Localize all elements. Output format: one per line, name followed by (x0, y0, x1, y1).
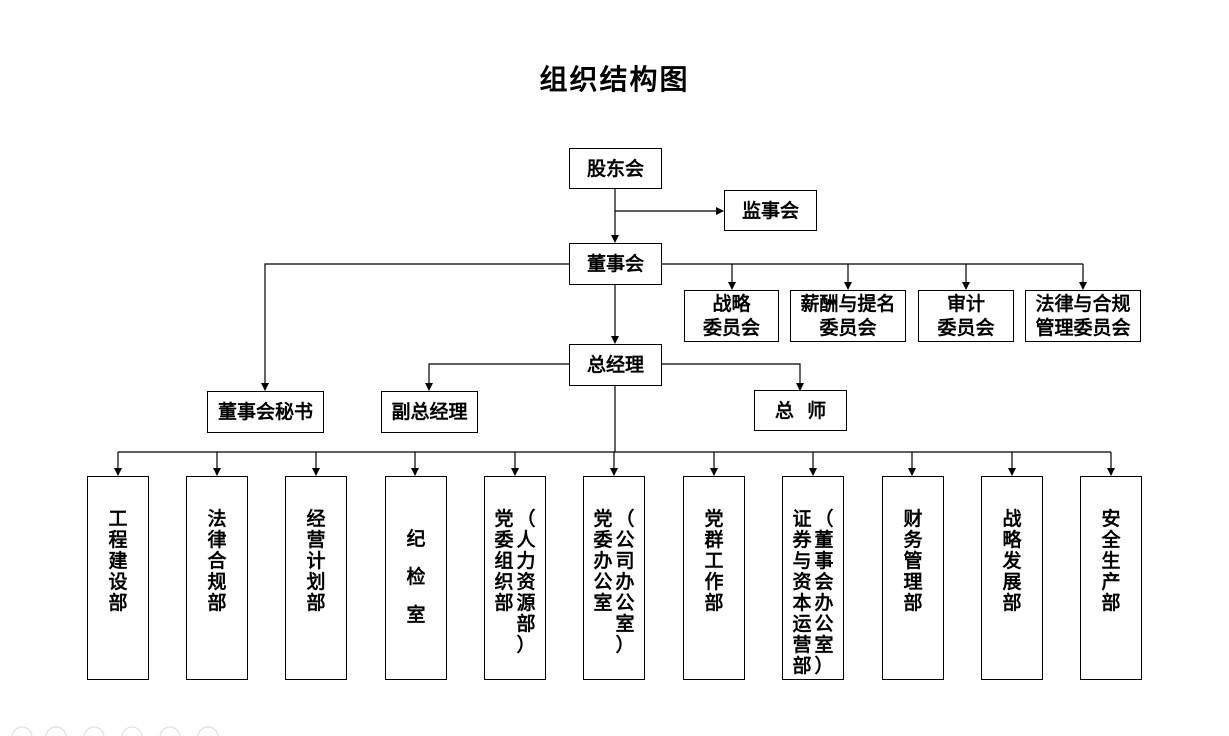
department-name-column: （董事会办公室） (814, 508, 834, 677)
department-name-column: 证券与资本运营部 (792, 508, 812, 677)
department-name-column: 法律合规部 (207, 508, 227, 614)
department-box: 法律合规部 (186, 476, 248, 680)
node-board-secretary-label: 董事会秘书 (217, 401, 313, 423)
node-supervisors-label: 监事会 (741, 199, 799, 222)
department-box: 财务管理部 (882, 476, 944, 680)
strategy-committee-line2: 委员会 (702, 317, 760, 339)
department-box: 党群工作部 (683, 476, 745, 680)
node-audit-committee: 审计 委员会 (918, 290, 1014, 342)
node-compensation-committee: 薪酬与提名 委员会 (790, 290, 906, 342)
link-board-secretary (261, 263, 569, 391)
department-name-column: 党委办公室 (593, 508, 613, 614)
node-chief-engineer: 总 师 (754, 390, 847, 431)
node-shareholders: 股东会 (569, 148, 662, 189)
strategy-committee-line1: 战略 (712, 293, 751, 315)
node-general-manager-label: 总经理 (586, 354, 644, 376)
department-name-column: 纪检室 (406, 528, 426, 626)
node-shareholders-label: 股东会 (586, 157, 644, 180)
node-legal-committee: 法律与合规 管理委员会 (1025, 290, 1141, 342)
node-deputy-gm: 副总经理 (381, 391, 478, 433)
legal-committee-line2: 管理委员会 (1035, 317, 1131, 339)
node-general-manager: 总经理 (569, 344, 662, 386)
node-board-label: 董事会 (586, 253, 644, 275)
node-board-secretary: 董事会秘书 (207, 391, 324, 433)
department-name-column: 财务管理部 (903, 508, 923, 614)
department-box: （公司办公室）党委办公室 (583, 476, 645, 680)
compensation-committee-line2: 委员会 (819, 317, 877, 339)
link-gm-deputy (425, 363, 569, 391)
department-box: 安全生产部 (1080, 476, 1142, 680)
node-strategy-committee: 战略 委员会 (684, 290, 779, 342)
audit-committee-line2: 委员会 (937, 317, 995, 339)
department-box: 纪检室 (385, 476, 447, 680)
department-box: 战略发展部 (981, 476, 1043, 680)
department-box: 经营计划部 (285, 476, 347, 680)
department-name-column: 战略发展部 (1002, 508, 1022, 614)
chart-title: 组织结构图 (539, 63, 690, 96)
department-name-column: （人力资源部） (516, 508, 536, 656)
department-box: 工程建设部 (87, 476, 149, 680)
node-chief-engineer-label: 总 师 (774, 399, 827, 422)
department-box: （人力资源部）党委组织部 (484, 476, 546, 680)
department-name-column: 党群工作部 (704, 508, 724, 614)
compensation-committee-line1: 薪酬与提名 (800, 293, 896, 315)
department-name-column: 党委组织部 (494, 508, 514, 614)
department-name-column: 工程建设部 (108, 508, 128, 614)
department-name-column: （公司办公室） (615, 508, 635, 656)
department-name-column: 经营计划部 (306, 508, 326, 614)
link-gm-chief (661, 363, 804, 391)
legal-committee-line1: 法律与合规 (1035, 293, 1131, 315)
node-supervisors: 监事会 (724, 190, 817, 231)
audit-committee-line1: 审计 (946, 293, 985, 315)
department-name-column: 安全生产部 (1101, 508, 1121, 614)
department-box: （董事会办公室）证券与资本运营部 (782, 476, 844, 680)
node-deputy-gm-label: 副总经理 (391, 401, 468, 423)
page-indicator-dots (11, 726, 219, 736)
node-board: 董事会 (569, 243, 662, 285)
